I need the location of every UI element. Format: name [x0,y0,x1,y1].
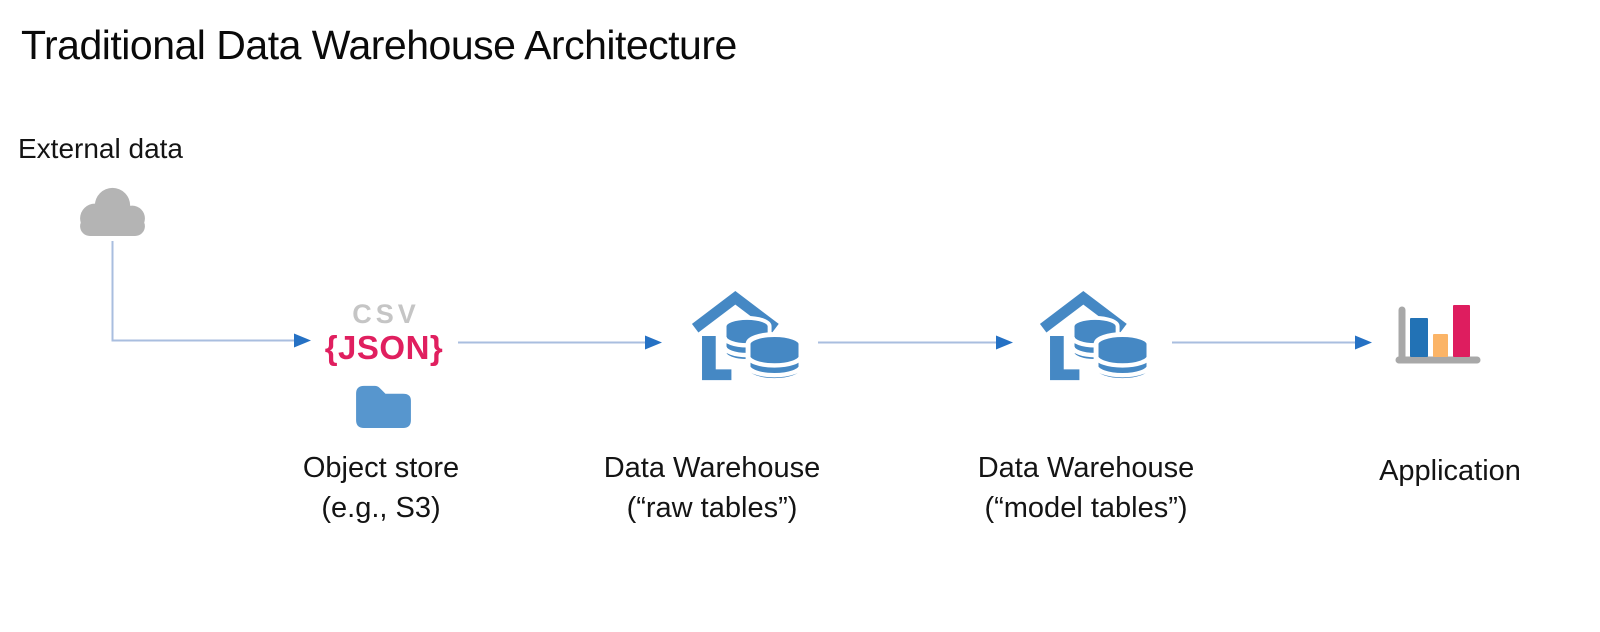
database-cylinders-icon [722,315,804,384]
arrow-head-icon [294,333,311,348]
warehouse-wall [1050,336,1080,381]
application-label: Application [1379,451,1521,491]
database-cylinders-icon [1070,315,1152,384]
cloud-icon [80,187,145,237]
warehouse-icon [1040,291,1152,384]
elbow-connector-line [111,241,294,342]
bar-chart-icon [1395,305,1481,364]
dw-raw-label-line2: (“raw tables”) [626,492,798,524]
warehouse-icon [692,291,804,384]
dw-model-label-line1: Data Warehouse [977,452,1195,484]
dw-raw-label: Data Warehouse (“raw tables”) [604,448,821,528]
object-store-label: Object store (e.g., S3) [303,448,459,528]
dw-model-label: Data Warehouse (“model tables”) [978,448,1195,528]
arrow-head-icon [1355,335,1372,350]
json-format-badge: {JSON} [324,329,444,366]
csv-format-badge: CSV [352,299,420,329]
object-store-label-line1: Object store [302,452,460,484]
arrow-head-icon [996,335,1013,350]
dw-model-label-line2: (“model tables”) [984,492,1188,524]
application-label-line1: Application [1379,455,1521,487]
warehouse-wall [702,336,732,381]
arrow-head-icon [645,335,662,350]
dw-raw-label-line1: Data Warehouse [603,452,821,484]
object-store-label-line2: (e.g., S3) [321,492,441,524]
page-title: Traditional Data Warehouse Architecture [21,22,737,68]
external-data-label: External data [18,133,183,164]
folder-icon [356,385,411,428]
